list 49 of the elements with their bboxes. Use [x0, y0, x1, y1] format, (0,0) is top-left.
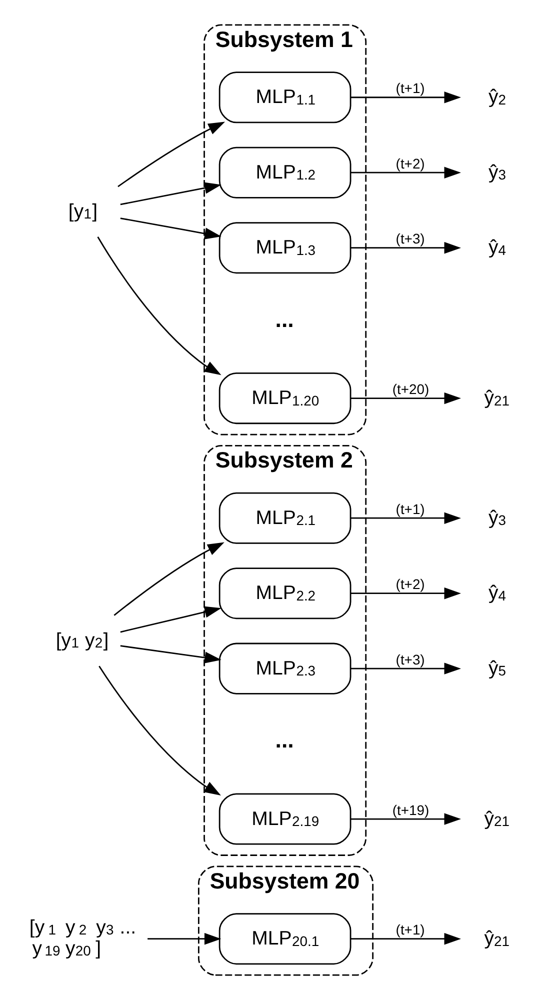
node-text: ŷ3 — [488, 506, 506, 529]
arrow — [114, 542, 224, 616]
node-text: ŷ5 — [488, 657, 506, 680]
edge-label: (t+20) — [392, 381, 430, 398]
arrow — [350, 392, 461, 404]
arrow — [350, 92, 461, 104]
arrow — [350, 512, 461, 524]
node-box: MLP1.3 — [218, 222, 352, 274]
arrow — [350, 166, 461, 178]
arrow — [350, 587, 461, 600]
edge-label: (t+2) — [396, 155, 425, 172]
node-box: MLP2.2 — [218, 568, 352, 620]
arrow — [98, 666, 221, 796]
edge-label: (t+3) — [396, 230, 425, 247]
edge-label: (t+1) — [396, 922, 425, 938]
edge-label: (t+1) — [396, 500, 425, 517]
node-box: MLP1.1 — [218, 72, 352, 124]
edge-label: (t+19) — [392, 802, 430, 818]
arrow — [350, 932, 461, 945]
arrow — [148, 932, 222, 945]
node-box: MLP2.19 — [218, 793, 352, 845]
arrow — [120, 182, 222, 206]
arrow — [97, 236, 222, 376]
node-box: MLP20.1 — [218, 913, 352, 965]
arrow — [120, 218, 222, 240]
arrow — [350, 242, 461, 254]
arrow — [120, 606, 222, 633]
arrow — [350, 662, 461, 674]
node-text: [y1] — [68, 200, 98, 222]
node-box: MLP1.2 — [218, 146, 352, 198]
label: ... — [275, 728, 294, 753]
edge-label: (t+3) — [396, 651, 425, 668]
node-box: MLP1.20 — [218, 372, 352, 424]
node-text: ŷ2 — [488, 86, 506, 108]
arrow — [118, 122, 226, 188]
edge-label: (t+2) — [396, 576, 425, 592]
node-box: MLP2.3 — [218, 642, 352, 694]
edge-label: (t+1) — [396, 80, 425, 96]
node-text: ŷ4 — [488, 236, 506, 259]
node-text: ŷ21 — [484, 387, 510, 410]
label: ... — [275, 306, 294, 332]
arrow — [120, 645, 222, 664]
node-text: ŷ21 — [484, 928, 510, 950]
node-text: ŷ4 — [488, 582, 506, 604]
arrow — [350, 813, 461, 825]
node-text: ŷ3 — [488, 161, 506, 184]
node-text: ŷ21 — [484, 808, 510, 830]
node-box: MLP2.1 — [218, 492, 352, 544]
node-text: [y1 y2] — [56, 630, 109, 652]
